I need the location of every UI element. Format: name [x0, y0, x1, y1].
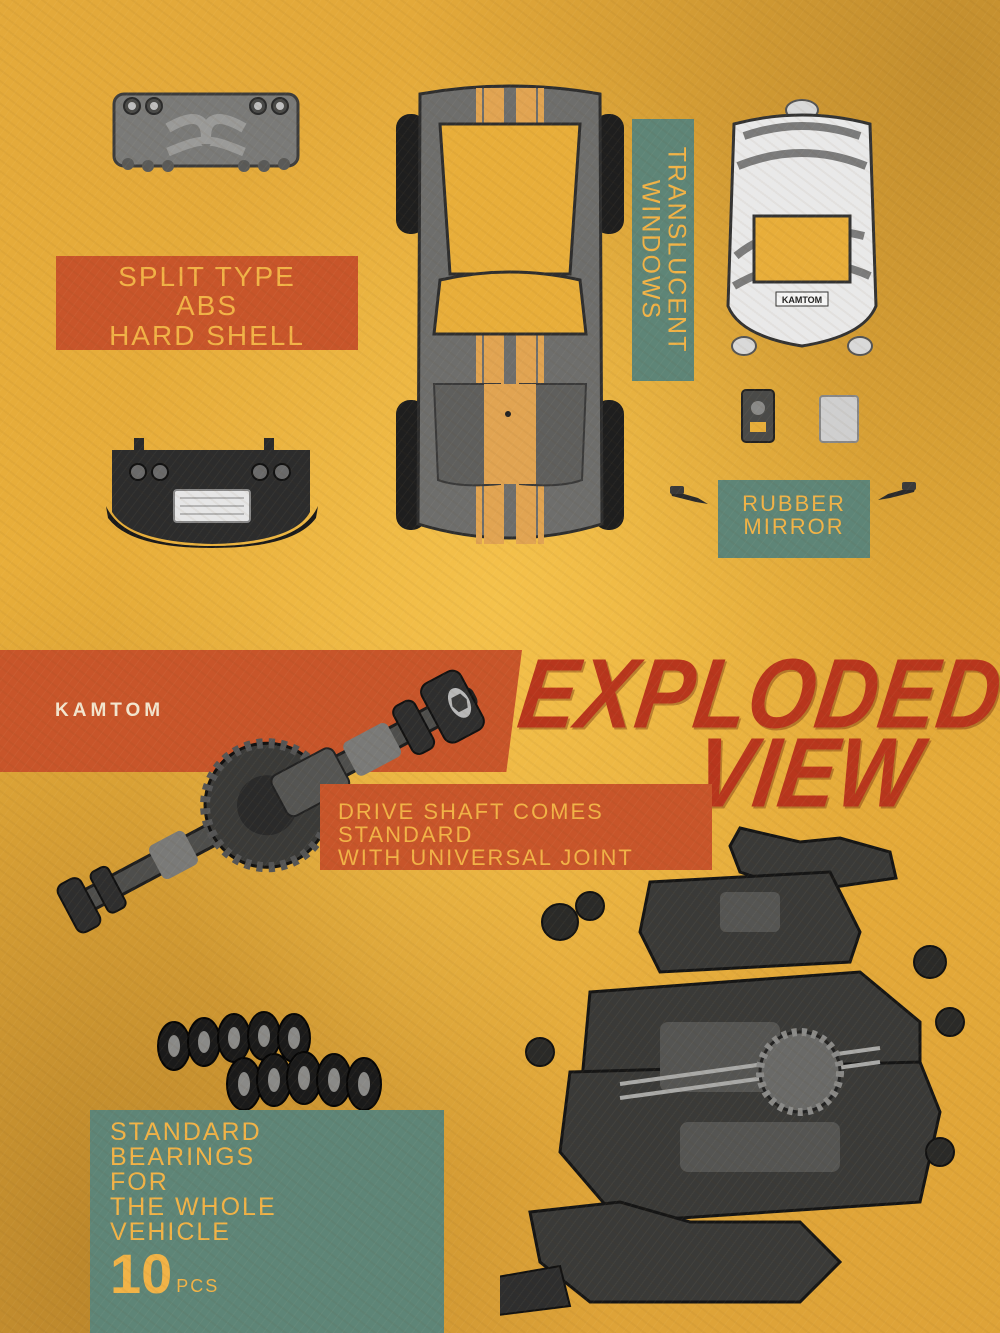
- bearings-part: [157, 1011, 382, 1111]
- drive-shaft-part: [56, 669, 485, 934]
- shell-line-3: HARD SHELL: [109, 319, 305, 351]
- light-lens-part: [819, 395, 859, 443]
- rubber-mirror-callout: RUBBER MIRROR: [718, 480, 870, 558]
- front-bumper-part: [106, 438, 318, 548]
- windows-line-2: WINDOWS: [636, 179, 664, 321]
- cage-brand-text: KAMTOM: [782, 295, 822, 305]
- drive-shaft-callout: DRIVE SHAFT COMES STANDARD WITH UNIVERSA…: [320, 784, 712, 870]
- bearing-line-5: VEHICLE: [110, 1218, 231, 1246]
- mirror-line-2: MIRROR: [743, 514, 845, 540]
- brand-logo: KAMTOM: [55, 700, 165, 721]
- bearing-line-3: FOR: [110, 1168, 169, 1196]
- shaft-line-1: DRIVE SHAFT COMES: [338, 799, 604, 824]
- chassis-part: [500, 826, 965, 1316]
- bearing-count: 10: [110, 1242, 173, 1305]
- bearing-line-1: STANDARD: [110, 1118, 262, 1146]
- shaft-line-3: WITH UNIVERSAL JOINT: [338, 845, 634, 871]
- bearings-callout: STANDARD BEARINGS FOR THE WHOLE VEHICLE …: [90, 1110, 444, 1333]
- bearing-line-4: THE WHOLE: [110, 1193, 277, 1221]
- shaft-line-2: STANDARD: [338, 822, 474, 848]
- roll-cage-part: KAMTOM: [726, 99, 878, 356]
- bearing-unit: PCS: [176, 1276, 220, 1297]
- translucent-windows-callout: TRANSLUCENT WINDOWS: [632, 119, 694, 381]
- windows-line-1: TRANSLUCENT: [662, 146, 691, 354]
- shell-line-2: ABS: [175, 290, 239, 322]
- left-mirror-part: [670, 486, 708, 504]
- bearing-count-row: 10 PCS: [110, 1242, 444, 1305]
- rear-exhaust-part: [112, 92, 300, 172]
- mirror-line-1: RUBBER: [742, 491, 846, 516]
- shell-line-1: SPLIT TYPE: [118, 261, 296, 292]
- bearing-line-2: BEARINGS: [110, 1143, 256, 1171]
- split-shell-callout: SPLIT TYPE ABS HARD SHELL: [56, 256, 358, 350]
- car-body-shell: [396, 84, 624, 544]
- light-bracket-part: [741, 389, 775, 443]
- right-mirror-part: [878, 482, 916, 500]
